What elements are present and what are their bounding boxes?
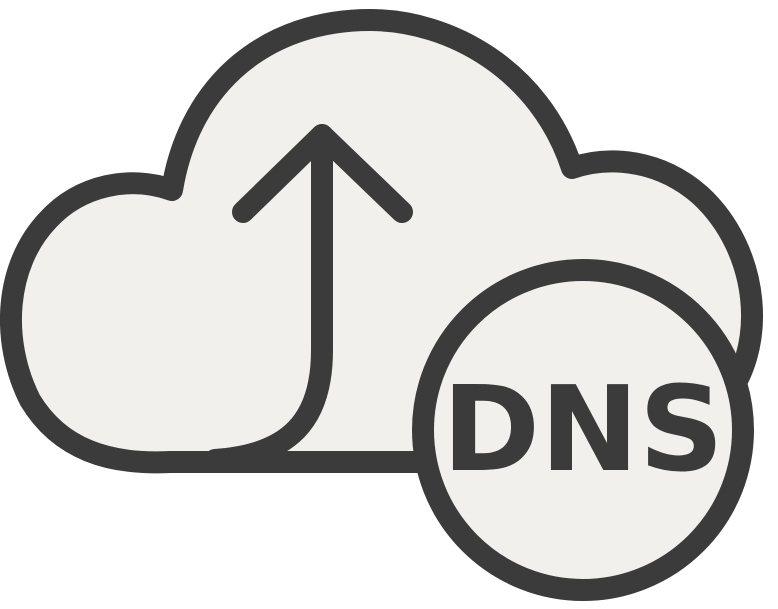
dns-badge-circle [412,259,754,601]
arrow-up-icon [232,124,413,223]
dns-badge-label: DNS [442,360,724,498]
arrow-stem [204,124,333,471]
